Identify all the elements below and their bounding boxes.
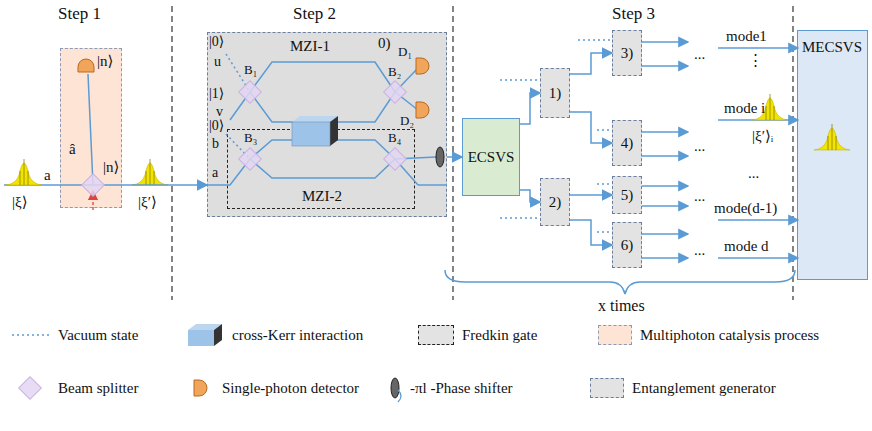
step-heading: Step 1 bbox=[58, 6, 101, 22]
label: ... bbox=[748, 165, 759, 181]
label: |0⟩ bbox=[209, 118, 224, 134]
label: b bbox=[212, 136, 219, 152]
step-heading: Step 3 bbox=[612, 6, 655, 22]
label: |ξ′⟩ bbox=[138, 194, 157, 210]
entanglement-generator: 6) bbox=[612, 222, 642, 268]
node-text: 6) bbox=[621, 237, 634, 253]
entanglement-generator: 1) bbox=[540, 68, 570, 118]
label: x times bbox=[598, 298, 645, 314]
label: v bbox=[216, 104, 223, 120]
legend-text: Single-photon detector bbox=[222, 380, 359, 396]
label: mode1 bbox=[726, 28, 767, 44]
legend-text: Beam splitter bbox=[58, 380, 138, 396]
mecsvs-box: MECSVS bbox=[797, 30, 868, 280]
connector bbox=[570, 53, 612, 74]
label: ... bbox=[694, 188, 705, 204]
connector bbox=[520, 93, 540, 124]
entanglement-generator: 2) bbox=[540, 178, 570, 226]
node-text: 2) bbox=[549, 194, 562, 210]
legend-text: Vacuum state bbox=[58, 327, 138, 343]
entanglement-generator: 5) bbox=[612, 176, 642, 214]
connector bbox=[570, 220, 612, 245]
node-text: |n⟩ bbox=[97, 53, 113, 69]
node-text: |n⟩ bbox=[103, 159, 119, 175]
label: D₁ bbox=[398, 44, 412, 60]
label: |0⟩ bbox=[209, 34, 224, 50]
label: mode(d-1) bbox=[714, 200, 777, 216]
label: u bbox=[214, 54, 221, 70]
node-text: 4) bbox=[621, 135, 634, 151]
connector bbox=[122, 184, 207, 186]
entanglement-generator: 3) bbox=[612, 30, 642, 76]
entanglement-generator: 4) bbox=[612, 120, 642, 166]
connector bbox=[447, 156, 462, 158]
legend-text: cross-Kerr interaction bbox=[232, 327, 363, 343]
label: mode d bbox=[724, 238, 769, 254]
label: MZI-1 bbox=[290, 38, 330, 54]
label: B₄ bbox=[388, 130, 401, 146]
node-text: 1) bbox=[549, 85, 562, 101]
legend-swatch bbox=[598, 325, 632, 345]
label: ... bbox=[694, 138, 705, 154]
label: ⋮ bbox=[748, 52, 763, 68]
node-text: ECSVS bbox=[468, 149, 515, 165]
label: |1⟩ bbox=[209, 86, 224, 102]
label: a bbox=[212, 165, 218, 181]
legend-text: Fredkin gate bbox=[462, 327, 537, 343]
ecsvs-box: ECSVS bbox=[462, 118, 520, 196]
label: |ξ⟩ bbox=[12, 194, 28, 210]
legend-text: Entanglement generator bbox=[632, 380, 776, 396]
label: mode i bbox=[724, 100, 765, 116]
label: D₂ bbox=[400, 113, 414, 129]
label: |ξ′⟩ᵢ bbox=[752, 128, 773, 144]
node-text: 5) bbox=[621, 187, 634, 203]
label: B₁ bbox=[244, 62, 257, 78]
step-heading: Step 2 bbox=[293, 6, 336, 22]
label: B₂ bbox=[388, 64, 401, 80]
label: ... bbox=[694, 46, 705, 62]
legend-text: Multiphoton catalysis process bbox=[640, 327, 819, 343]
label: a bbox=[44, 167, 51, 183]
node-text: 0) bbox=[378, 35, 391, 51]
legend-swatch bbox=[418, 325, 454, 345]
connector bbox=[520, 190, 540, 202]
label: B₃ bbox=[244, 130, 257, 146]
legend-text: -πl -Phase shifter bbox=[410, 380, 513, 396]
connector bbox=[570, 194, 612, 196]
legend-swatch bbox=[590, 378, 624, 398]
connector bbox=[570, 112, 612, 143]
node-text: â bbox=[69, 141, 76, 157]
node-text: MZI-2 bbox=[302, 188, 342, 204]
label: ... bbox=[694, 242, 705, 258]
node-text: MECSVS bbox=[802, 39, 862, 55]
node-text: 3) bbox=[621, 45, 634, 61]
